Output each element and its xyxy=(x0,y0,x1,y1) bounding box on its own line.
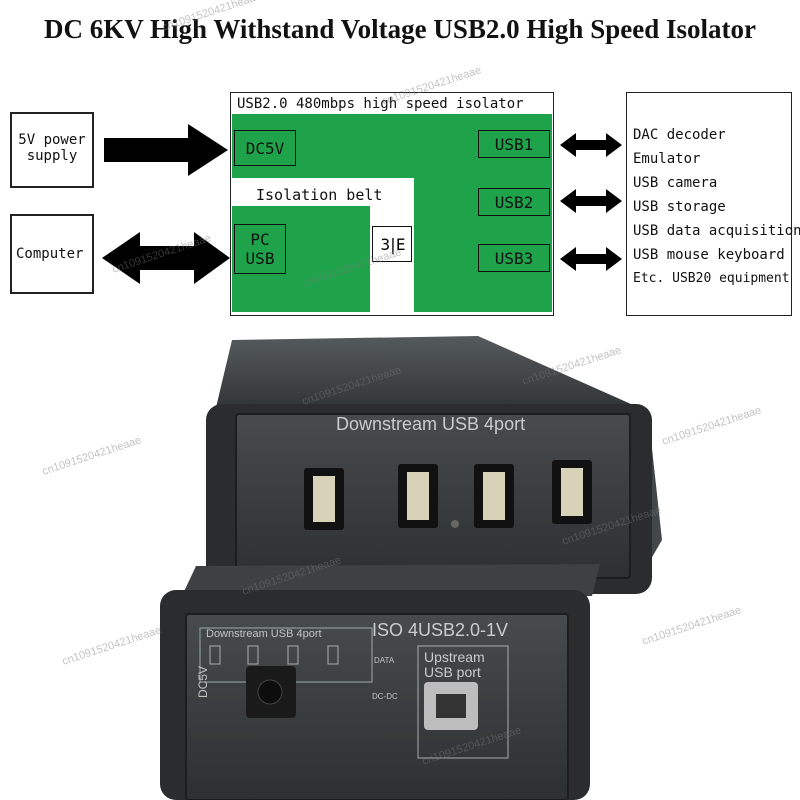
device-list-box: DAC decoder Emulator USB camera USB stor… xyxy=(626,92,800,316)
back-dc5v-label: DC5V xyxy=(196,665,210,698)
computer-usb-double-arrow xyxy=(102,232,230,284)
front-unit xyxy=(206,336,662,594)
back-dcdc-label: DC-DC xyxy=(372,692,398,701)
computer-box: Computer xyxy=(10,214,94,294)
product-photo: Downstream USB 4port ISO 4USB2.0-1V Down… xyxy=(0,328,800,800)
page-title: DC 6KV High Withstand Voltage USB2.0 Hig… xyxy=(44,14,756,44)
power-supply-label: 5V power supply xyxy=(18,132,86,164)
device-item: USB data acquisition xyxy=(633,223,800,239)
back-downstream-label: Downstream USB 4port xyxy=(206,628,322,640)
back-data-label: DATA xyxy=(374,656,395,665)
front-usb-ports xyxy=(304,460,592,530)
power-supply-box: 5V power supply xyxy=(10,112,94,188)
green-left-area xyxy=(232,206,370,312)
usb3-box: USB3 xyxy=(478,244,550,272)
isolation-belt-label: Isolation belt xyxy=(256,186,383,204)
front-panel-label: Downstream USB 4port xyxy=(336,414,526,434)
green-top-area xyxy=(232,114,552,178)
transformer-glyph: 3|E xyxy=(380,234,406,254)
usb2-box: USB2 xyxy=(478,188,550,216)
usb1-double-arrow xyxy=(560,133,622,157)
device-item: Etc. USB20 equipment xyxy=(633,271,790,286)
usb2-double-arrow xyxy=(560,189,622,213)
isolator-title: USB2.0 480mbps high speed isolator xyxy=(237,96,524,112)
dc5v-box: DC5V xyxy=(234,130,296,166)
device-item: USB storage xyxy=(633,199,726,215)
power-arrow xyxy=(104,124,228,176)
usb1-box: USB1 xyxy=(478,130,550,158)
device-item: Emulator xyxy=(633,151,701,167)
back-upstream-label: Upstream USB port xyxy=(424,649,485,680)
device-item: DAC decoder xyxy=(633,127,726,143)
usb3-double-arrow xyxy=(560,247,622,271)
pc-usb-box: PC USB xyxy=(234,224,286,274)
back-panel-title: ISO 4USB2.0-1V xyxy=(372,620,509,640)
transformer-symbol: 3|E xyxy=(372,226,412,262)
back-unit xyxy=(160,564,600,800)
device-item: USB mouse keyboard xyxy=(633,247,785,263)
green-right-area xyxy=(414,178,552,312)
product-photo-drawing xyxy=(160,336,662,800)
computer-label: Computer xyxy=(16,246,84,262)
device-item: USB camera xyxy=(633,175,718,191)
